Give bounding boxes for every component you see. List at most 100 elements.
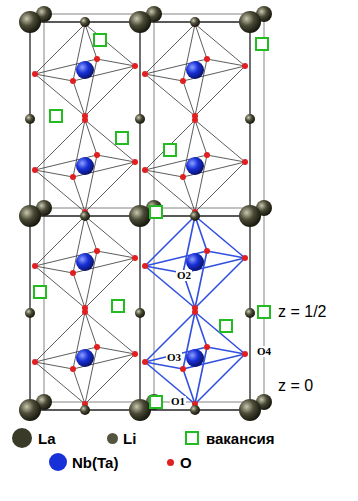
octahedron-edge <box>73 369 85 404</box>
octahedron-edge <box>183 81 195 116</box>
oxygen-atom <box>32 71 38 77</box>
vacancy-square <box>220 320 232 332</box>
atom-label: O1 <box>170 396 186 407</box>
nb-atom <box>76 253 94 271</box>
oxygen-atom <box>32 167 38 173</box>
nb-atom <box>76 349 94 367</box>
octahedron-edge <box>207 251 245 258</box>
li-atom <box>190 405 200 415</box>
li-atom <box>135 308 145 318</box>
la-atom <box>19 399 41 421</box>
oxygen-atom <box>94 56 100 62</box>
oxygen-atom <box>242 351 248 357</box>
li-atom <box>245 114 255 124</box>
octahedron-edge <box>207 59 245 66</box>
oxygen-atom <box>132 159 138 165</box>
octahedron-edge <box>85 216 97 251</box>
oxygen-atom <box>94 248 100 254</box>
octahedron-edge <box>97 251 135 258</box>
oxygen-atom <box>70 78 76 84</box>
la-atom <box>239 399 261 421</box>
octahedron-edge <box>85 120 97 155</box>
oxygen-atom <box>204 344 210 350</box>
octahedron-edge <box>145 74 183 81</box>
level-label: z = 0 <box>278 378 313 394</box>
li-atom <box>25 308 35 318</box>
legend-swatch <box>49 453 67 471</box>
li-atom <box>25 114 35 124</box>
oxygen-atom <box>204 152 210 158</box>
vacancy-square <box>258 306 270 318</box>
la-atom <box>129 399 151 421</box>
nb-atom <box>186 349 204 367</box>
la-atom <box>239 11 261 33</box>
oxygen-atom <box>242 63 248 69</box>
legend-text: La <box>38 431 56 446</box>
nb-atom <box>186 253 204 271</box>
octahedron-edge <box>183 177 195 212</box>
li-atom <box>245 308 255 318</box>
oxygen-atom <box>242 159 248 165</box>
level-label: z = 1/2 <box>278 304 326 320</box>
oxygen-atom <box>94 152 100 158</box>
octahedron-edge <box>195 24 207 59</box>
oxygen-atom <box>70 174 76 180</box>
octahedron-edge <box>195 216 207 251</box>
octahedron-edge <box>145 362 183 369</box>
atom-label: O2 <box>176 270 192 281</box>
legend-swatch <box>12 428 32 448</box>
li-atom <box>135 114 145 124</box>
octahedron-edge <box>35 362 73 369</box>
oxygen-atom <box>132 351 138 357</box>
oxygen-atom <box>32 263 38 269</box>
legend-text: Li <box>123 431 136 446</box>
octahedron-edge <box>35 170 73 177</box>
nb-atom <box>186 157 204 175</box>
la-atom <box>129 205 151 227</box>
vacancy-square <box>164 144 176 156</box>
nb-atom <box>76 157 94 175</box>
octahedron-edge <box>145 266 195 308</box>
oxygen-atom <box>142 167 148 173</box>
oxygen-atom <box>132 255 138 261</box>
octahedron-edge <box>73 177 85 212</box>
octahedron-edge <box>85 312 97 347</box>
oxygen-atom <box>142 263 148 269</box>
li-atom <box>80 211 90 221</box>
octahedron-edge <box>97 347 135 354</box>
la-atom <box>19 205 41 227</box>
atom-label: O3 <box>166 352 182 363</box>
atom-label: O4 <box>256 346 272 357</box>
legend-swatch <box>107 433 118 444</box>
legend-text: Nb(Ta) <box>72 455 118 470</box>
vacancy-square <box>256 38 268 50</box>
li-atom <box>80 17 90 27</box>
octahedron-edge <box>207 155 245 162</box>
oxygen-atom <box>70 366 76 372</box>
legend-swatch <box>167 459 174 466</box>
vacancy-square <box>34 286 46 298</box>
octahedron-edge <box>35 74 73 81</box>
oxygen-atom <box>132 63 138 69</box>
li-atom <box>190 211 200 221</box>
oxygen-atom <box>180 366 186 372</box>
oxygen-atom <box>142 71 148 77</box>
oxygen-atom <box>192 117 198 123</box>
octahedron-edge <box>195 312 207 347</box>
oxygen-atom <box>70 270 76 276</box>
vacancy-square <box>50 110 62 122</box>
octahedron-edge <box>145 170 183 177</box>
oxygen-atom <box>82 309 88 315</box>
oxygen-atom <box>204 248 210 254</box>
la-atom <box>239 205 261 227</box>
oxygen-atom <box>94 344 100 350</box>
octahedron-edge <box>97 155 135 162</box>
la-atom <box>19 11 41 33</box>
oxygen-atom <box>180 174 186 180</box>
vacancy-square <box>112 300 124 312</box>
octahedron-edge <box>207 347 245 354</box>
vacancy-square <box>116 132 128 144</box>
octahedron-edge <box>73 273 85 308</box>
li-atom <box>80 405 90 415</box>
oxygen-atom <box>242 255 248 261</box>
